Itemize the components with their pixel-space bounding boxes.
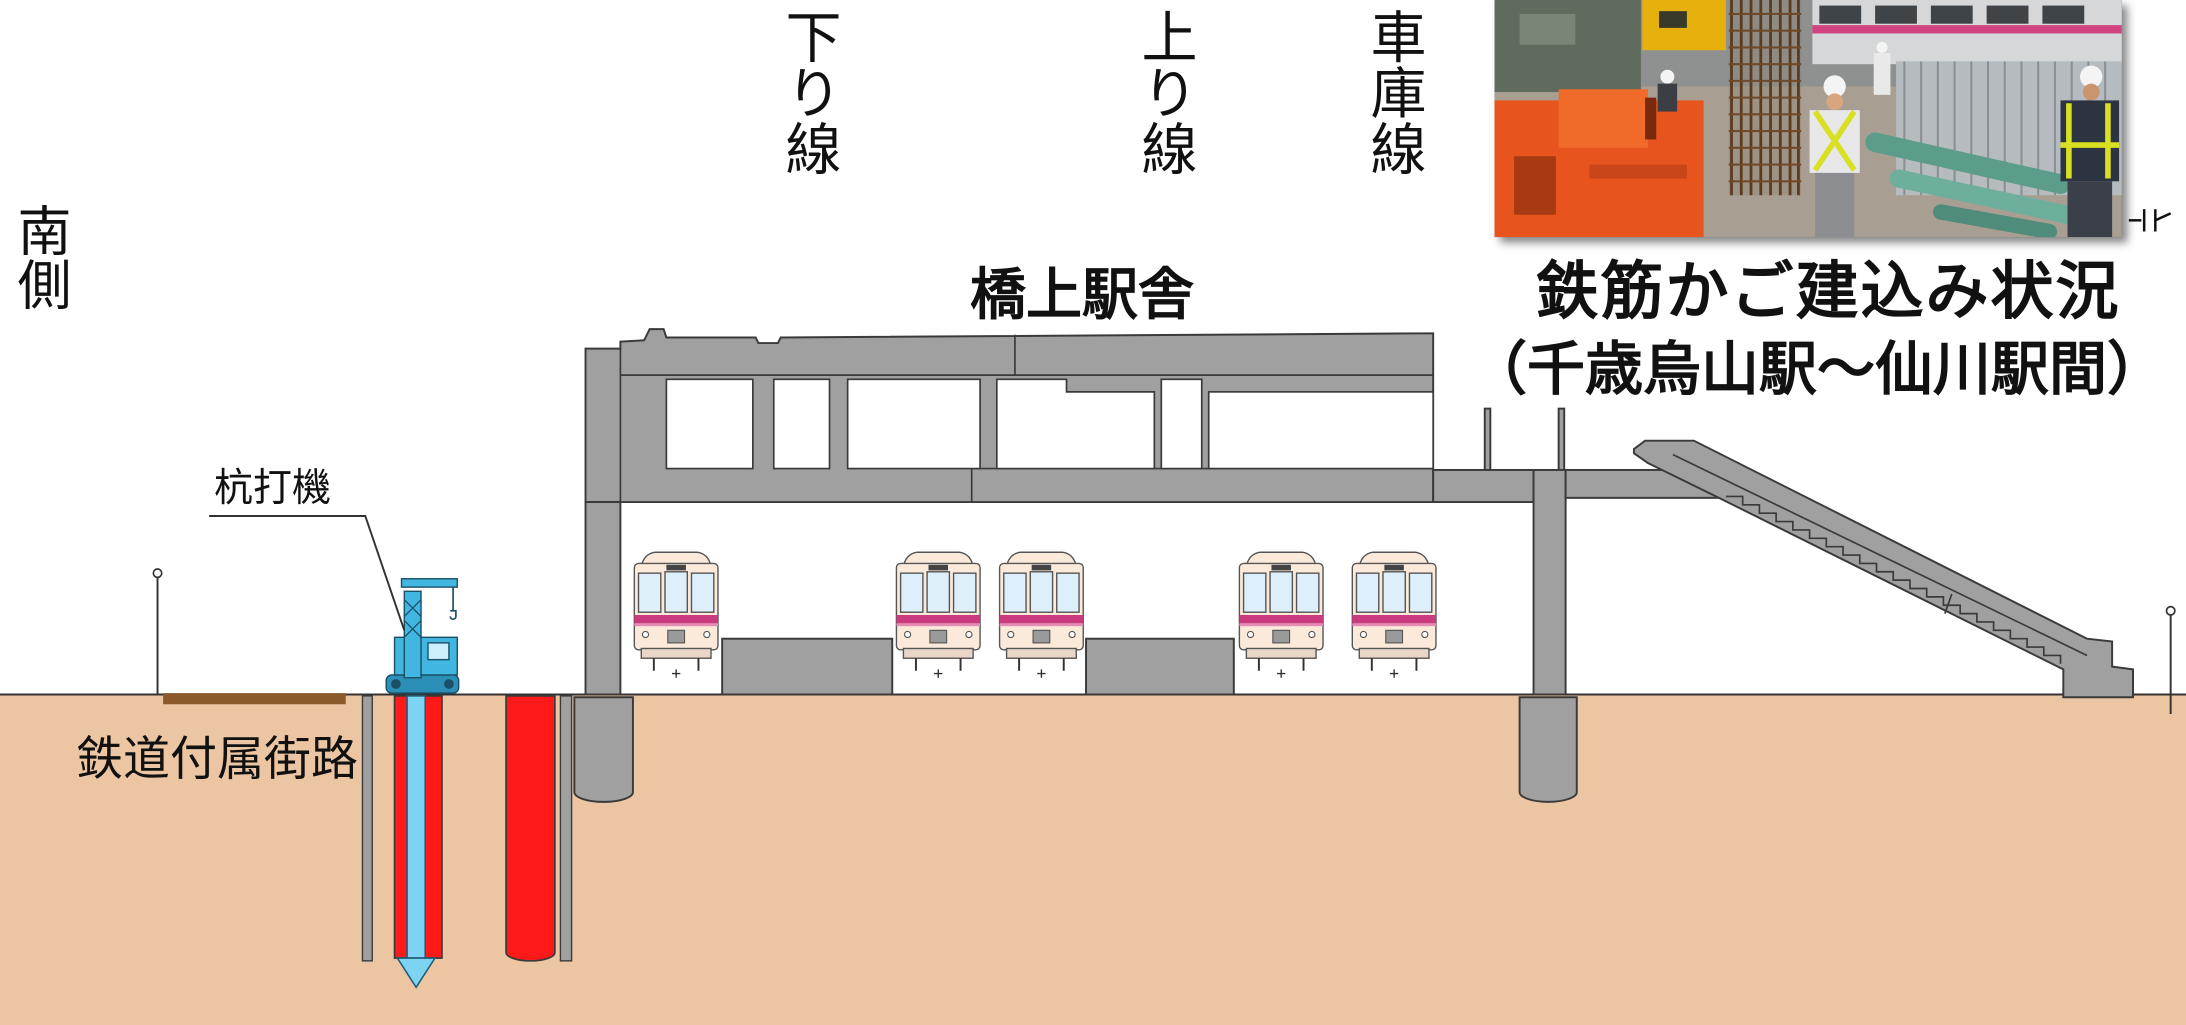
- cab-window: [427, 642, 450, 661]
- left-footing: [573, 696, 634, 803]
- construction-photo: [1494, 0, 2122, 238]
- train-front: [1351, 551, 1437, 679]
- pile-driver-label: 杭打機: [214, 466, 332, 511]
- platform: [1085, 637, 1235, 696]
- auxiliary-road-label: 鉄道付属街路: [76, 732, 358, 787]
- left-pole: [152, 568, 163, 695]
- pile-driver-leader-line: [209, 515, 406, 631]
- photo-worker: [1873, 41, 1891, 95]
- thin-post: [1483, 407, 1492, 471]
- down-track-label: 下り線: [776, 8, 841, 176]
- left-column: [584, 501, 622, 696]
- up-track-label: 上り線: [1132, 8, 1197, 176]
- building-opening: [1160, 378, 1203, 470]
- sheet-pile-right: [559, 695, 573, 962]
- train-front: [633, 551, 719, 679]
- hook-icon: [449, 609, 457, 620]
- building-opening: [995, 378, 1156, 470]
- photo-worker: [2060, 65, 2120, 238]
- photo-caption-location: （千歳烏山駅～仙川駅間）: [1468, 335, 2165, 403]
- stair-steps: [1725, 495, 2062, 664]
- elevated-station-structure: [573, 328, 2134, 803]
- completed-pile: [505, 695, 556, 962]
- train-front: [1238, 551, 1325, 679]
- depot-track-label: 車庫線: [1361, 8, 1426, 176]
- building-opening: [665, 378, 754, 470]
- sheet-pile-left: [361, 695, 373, 962]
- right-footing: [1518, 696, 1578, 803]
- auger-rod: [406, 695, 426, 959]
- stair-handrail: [1672, 453, 2088, 657]
- partial-glyph: [2128, 209, 2172, 232]
- platform: [721, 637, 894, 696]
- right-column: [1532, 468, 1567, 696]
- photo-machinery-left: [1494, 0, 1726, 93]
- photo-rebar-cage: [1728, 0, 1802, 196]
- auger-tip: [395, 957, 437, 989]
- railway-auxiliary-road-slab: [163, 693, 346, 705]
- right-pole: [2165, 605, 2176, 715]
- photo-worker: [1809, 75, 1860, 238]
- building-opening: [772, 378, 831, 470]
- mast-top-arm: [400, 578, 458, 588]
- pile-under-construction: [393, 695, 443, 989]
- pile-driver-machine: [385, 578, 460, 694]
- building-opening: [846, 378, 981, 470]
- thin-post: [1557, 407, 1566, 471]
- station-building-label: 橋上駅舎: [970, 263, 1194, 328]
- photo-train: [1812, 0, 2122, 65]
- staircase: [1632, 439, 2134, 699]
- building-opening: [1207, 391, 1435, 470]
- train-front: [895, 551, 982, 679]
- photo-caption-title: 鉄筋かご建込み状況: [1535, 255, 2121, 328]
- train-front: [998, 551, 1085, 679]
- south-side-label: 南側: [8, 203, 71, 311]
- photo-orange-machine: [1494, 89, 1704, 238]
- photo-worker: [1657, 69, 1678, 112]
- floor-slab-extension: [1432, 468, 1535, 504]
- photo-pipes: [1865, 132, 2090, 238]
